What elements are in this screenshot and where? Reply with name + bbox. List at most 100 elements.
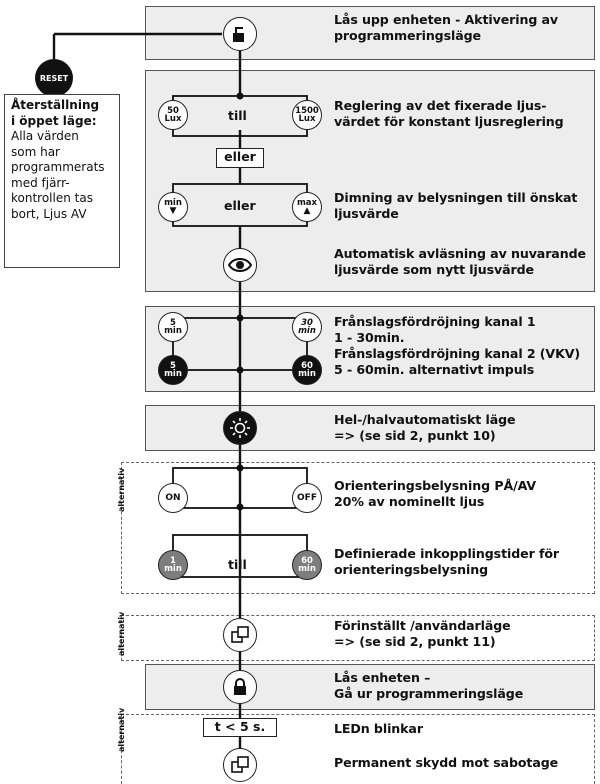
label-eller-box: eller — [216, 148, 264, 168]
reset-button: RESET — [35, 59, 73, 97]
alternativ-label: alternativ — [117, 707, 126, 752]
panel-sabotage-alternativ — [121, 714, 595, 784]
text-line: Permanent skydd mot sabotage — [334, 755, 559, 770]
circle-unit: Lux — [298, 114, 316, 124]
circle-value: 5 — [170, 360, 176, 371]
text-line: ljusvärde — [334, 206, 399, 221]
text-line: 5 - 60min. alternativt impuls — [334, 362, 535, 377]
unlock-icon — [223, 17, 257, 51]
text-line: => (se sid 2, punkt 11) — [334, 634, 496, 649]
text-line: Förinställt /användarläge — [334, 618, 511, 633]
step-autoread-text: Automatisk avläsning av nuvarande ljusvä… — [334, 246, 596, 278]
circle-unit: min — [164, 369, 182, 379]
text-line: Automatisk avläsning av nuvarande — [334, 246, 586, 261]
alternativ-label: alternativ — [117, 611, 126, 656]
up-triangle-icon: ▲ — [303, 206, 311, 216]
sabotage-lock-icon — [223, 748, 257, 782]
text-line: Definierade inkopplingstider för — [334, 546, 560, 561]
label-till: till — [228, 557, 247, 572]
text-line: orienteringsbelysning — [334, 562, 488, 577]
step-lux-text: Reglering av det fixerade ljus- värdet f… — [334, 98, 596, 130]
text-line: => (se sid 2, punkt 10) — [334, 428, 496, 443]
circle-unit: min — [164, 326, 182, 336]
reset-title-line: i öppet läge: — [11, 113, 97, 128]
reset-body-line: kontrollen tas — [11, 191, 93, 205]
circle-value: 1 — [170, 555, 176, 566]
dim-max-button: max▲ — [292, 192, 322, 222]
step-sabotage-text: Permanent skydd mot sabotage — [334, 755, 596, 771]
reset-title-line: Återställning — [11, 98, 100, 112]
text-line: LEDn blinkar — [334, 721, 423, 736]
reset-body-line: med fjärr- — [11, 175, 70, 190]
step-preset-text: Förinställt /användarläge => (se sid 2, … — [334, 618, 596, 650]
text-line: Hel-/halvautomatiskt läge — [334, 412, 516, 427]
text-line: 20% av nominellt ljus — [334, 494, 485, 509]
circle-unit: min — [298, 564, 316, 574]
label-till: till — [228, 108, 247, 123]
text-line: Lås upp enheten - Aktivering av — [334, 12, 559, 27]
dim-min-button: min▼ — [158, 192, 188, 222]
circle-unit: Lux — [164, 114, 182, 124]
text-line: Orienteringsbelysning PÅ/AV — [334, 478, 537, 493]
preset-lock-icon — [223, 618, 257, 652]
step-delay-text: Frånslagsfördröjning kanal 1 1 - 30min. … — [334, 314, 596, 378]
panel-orient-alternativ — [121, 462, 595, 594]
text-line: Dimning av belysningen till önskat — [334, 190, 578, 205]
text-line: programmeringsläge — [334, 28, 481, 43]
down-triangle-icon: ▼ — [169, 206, 177, 216]
circle-value: 30 — [301, 317, 313, 328]
circle-label: ON — [165, 492, 181, 503]
panel-delay — [145, 306, 595, 392]
alternativ-label: alternativ — [117, 467, 126, 512]
orient-on-button: ON — [158, 483, 188, 513]
text-line: Frånslagsfördröjning kanal 2 (VKV) — [334, 346, 581, 361]
text-line: 1 - 30min. — [334, 330, 405, 345]
reset-body-line: bort, Ljus AV — [11, 206, 87, 221]
panel-mode — [145, 405, 595, 451]
step-lock-text: Lås enheten – Gå ur programmeringsläge — [334, 670, 596, 702]
label-eller: eller — [224, 198, 256, 213]
panel-lock — [145, 664, 595, 710]
step-unlock-text: Lås upp enheten - Aktivering av programm… — [334, 12, 596, 44]
reset-body-line: Alla värden — [11, 129, 79, 143]
circle-unit: min — [298, 326, 316, 336]
circle-unit: min — [164, 564, 182, 574]
circle-label: OFF — [297, 492, 317, 503]
text-line: ljusvärde som nytt ljusvärde — [334, 262, 534, 277]
eye-icon — [223, 248, 257, 282]
step-dimming-text: Dimning av belysningen till önskat ljusv… — [334, 190, 596, 222]
circle-unit: min — [298, 369, 316, 379]
text-line: Gå ur programmeringsläge — [334, 686, 524, 701]
circle-label: max — [296, 197, 318, 208]
step-orient-times-text: Definierade inkopplingstider för oriente… — [334, 546, 596, 578]
panel-preset-alternativ — [121, 615, 595, 661]
time-under-5s-box: t < 5 s. — [203, 718, 277, 737]
circle-value: 50 — [167, 105, 179, 116]
reset-body-line: som har — [11, 144, 60, 159]
step-mode-text: Hel-/halvautomatiskt läge => (se sid 2, … — [334, 412, 596, 444]
circle-value: 1500 — [295, 105, 319, 116]
orient-off-button: OFF — [292, 483, 322, 513]
text-line: värdet för konstant ljusreglering — [334, 114, 564, 129]
reset-body-line: programmerats — [11, 160, 105, 174]
step-orient-text: Orienteringsbelysning PÅ/AV 20% av nomin… — [334, 478, 596, 510]
text-line: Reglering av det fixerade ljus- — [334, 98, 547, 113]
circle-label: min — [164, 197, 182, 208]
circle-value: 60 — [301, 360, 313, 371]
circle-value: 5 — [170, 317, 176, 328]
text-line: Lås enheten – — [334, 670, 431, 685]
reset-info-box: Återställning i öppet läge: Alla värden … — [4, 94, 120, 268]
step-led-text: LEDn blinkar — [334, 721, 596, 737]
panel-lux — [145, 70, 595, 292]
text-line: Frånslagsfördröjning kanal 1 — [334, 314, 536, 329]
sun-mode-icon — [223, 411, 257, 445]
circle-value: 60 — [301, 555, 313, 566]
